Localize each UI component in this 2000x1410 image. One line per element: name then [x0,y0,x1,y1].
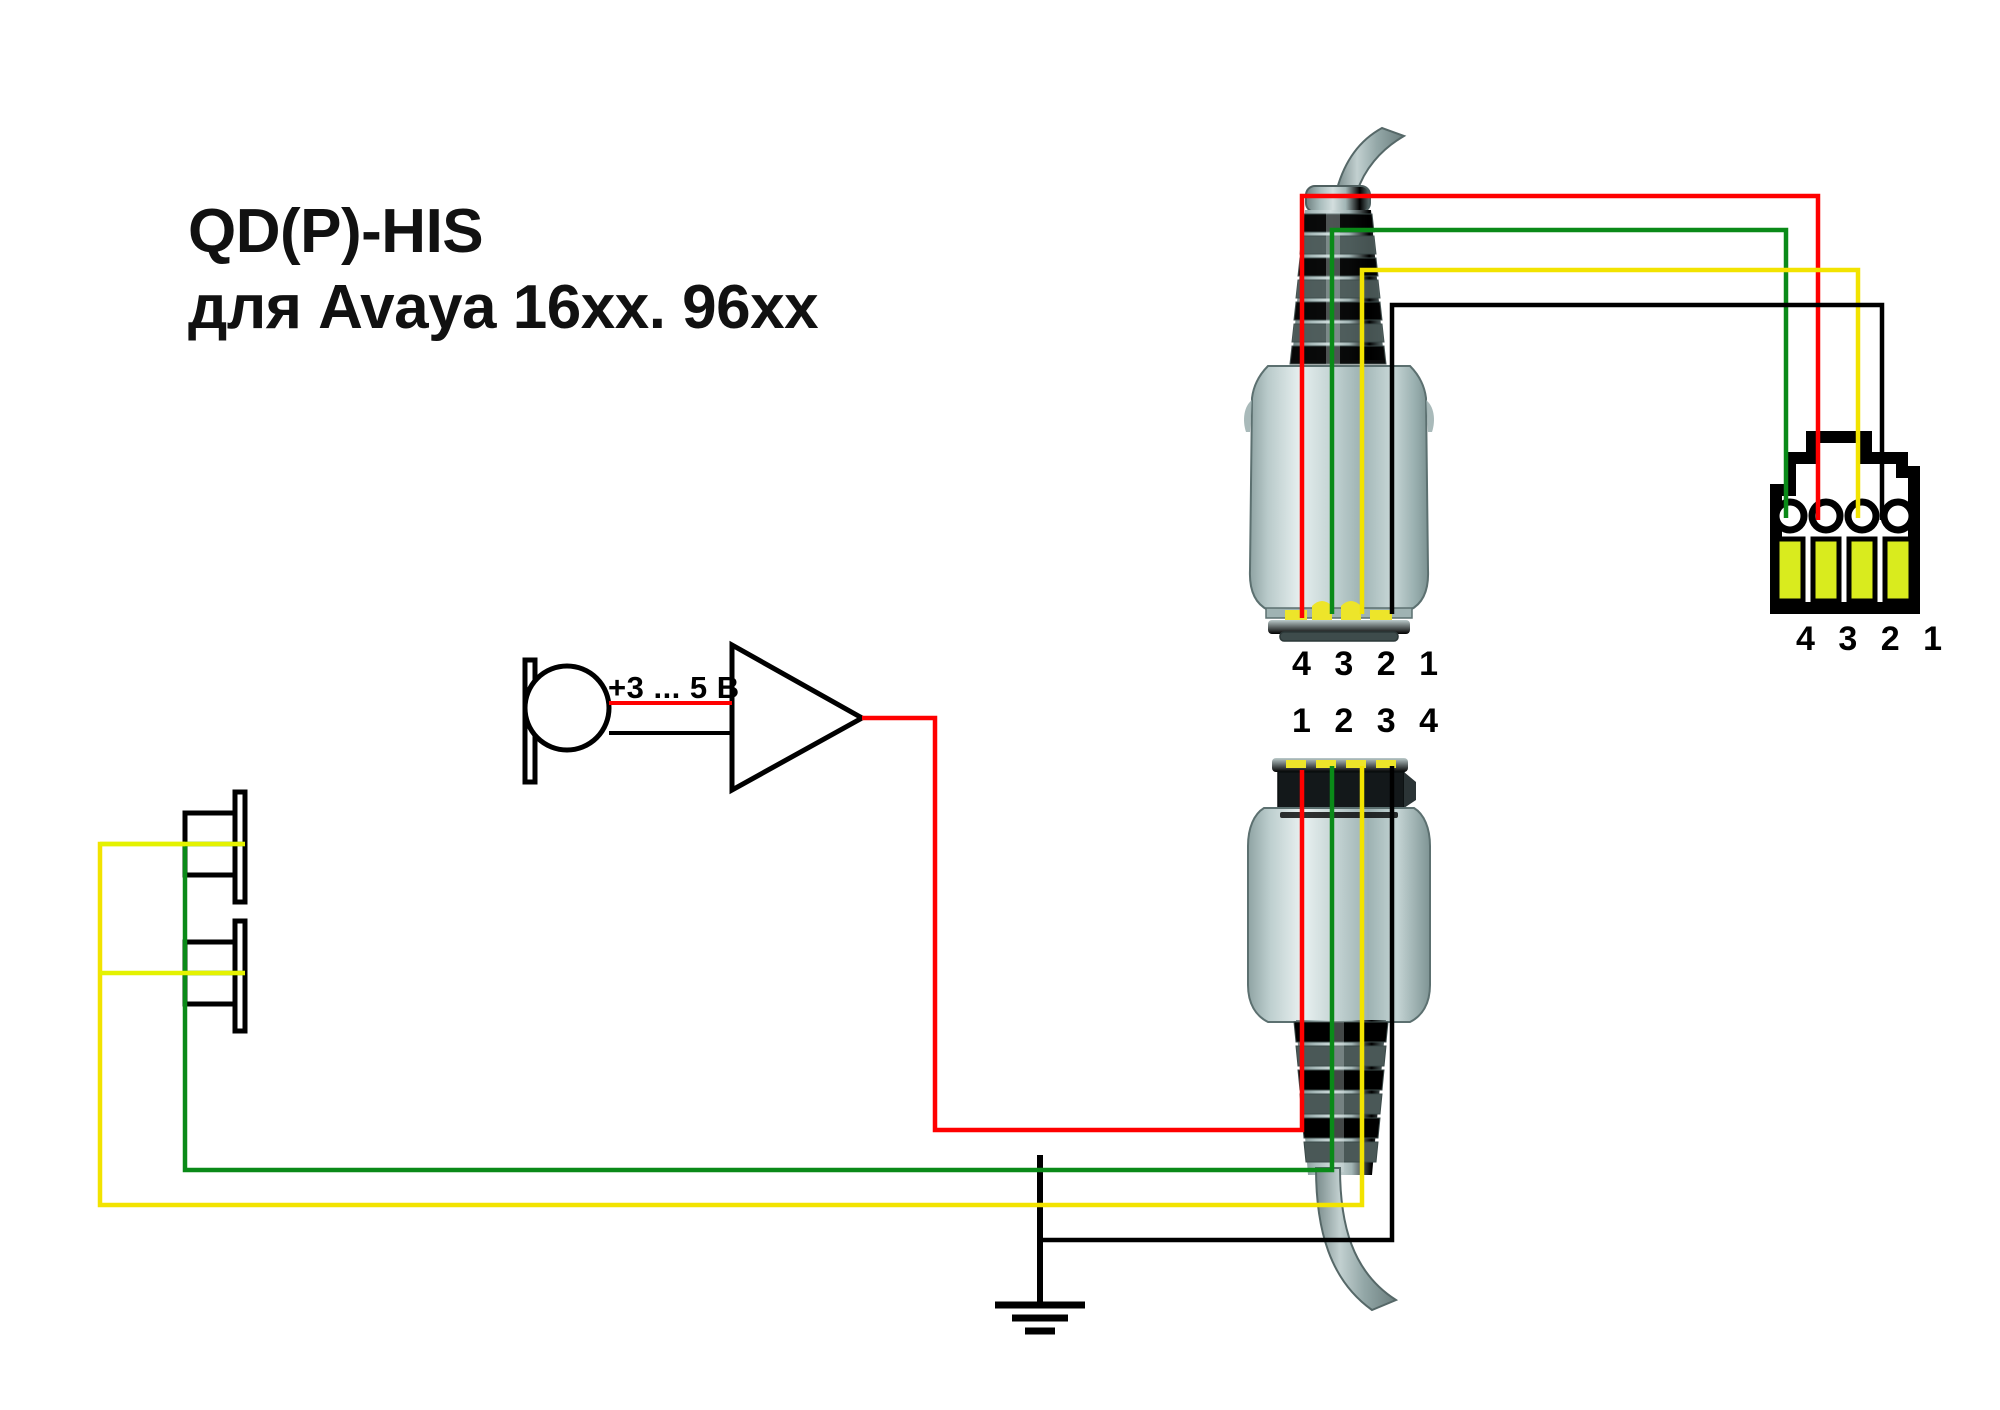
rj-modular-plug [1770,431,1920,614]
page-title-line2: для Avaya 16xx. 96xx [188,273,819,342]
qd-plug-bottom [1247,758,1431,1312]
wire-red [862,193,1821,1133]
qd-top-body [1248,365,1430,611]
qd-bottom-strain-relief [1293,1020,1389,1175]
qd-top-cable [1335,126,1407,194]
rj-contact-blades [1774,536,1914,604]
speaker-upper-cone [232,789,248,905]
qd-plug-top [1244,126,1434,642]
rj-pin-labels: 4 3 2 1 [1796,620,1949,658]
qd-bottom-contacts [1286,760,1396,768]
amplifier-triangle [729,640,868,795]
speaker-lower-cone [232,918,248,1034]
wire-yellow [97,267,1861,1208]
speaker-lower [182,918,248,1034]
qd-top-cap [1268,620,1410,634]
wire-decoration [1652,1062,1668,1075]
wire-yellow-left [100,841,245,976]
amplifier-outline [729,640,868,795]
wire-green [182,227,1789,1173]
microphone-diaphragm [522,663,612,753]
microphone-capsule [522,657,612,785]
voltage-label: +3 ... 5 В [608,670,740,705]
speaker-upper [182,789,248,905]
qd-top-collar [1305,185,1371,213]
ground-symbol [995,1155,1085,1335]
qd-top-contacts [1285,601,1392,622]
qd-top-strain-relief [1289,210,1387,365]
wire-black [1040,302,1885,1243]
page-title-line1: QD(P)-HIS [188,197,484,266]
qd-bottom-pin-labels: 1 2 3 4 [1292,702,1445,740]
qd-top-pin-labels: 4 3 2 1 [1292,645,1445,683]
qd-bottom-body [1247,807,1431,1023]
